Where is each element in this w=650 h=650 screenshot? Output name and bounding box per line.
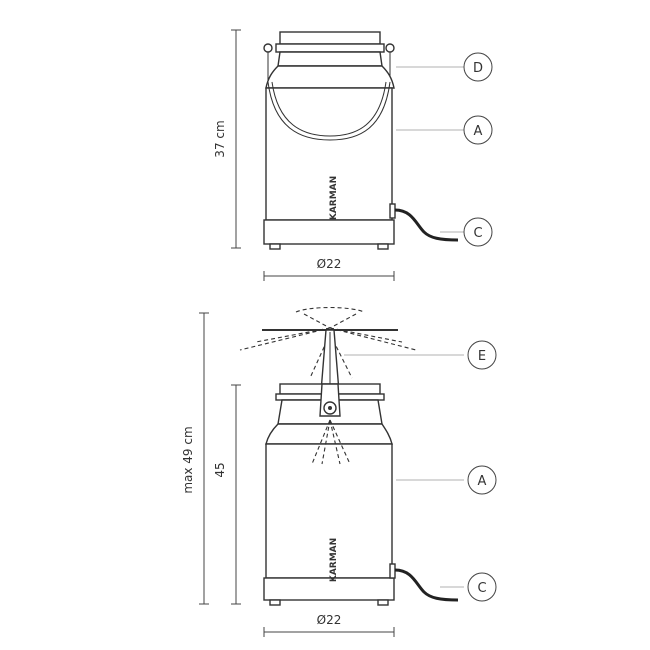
- brand-logo-top: KARMAN: [329, 176, 339, 220]
- diameter-dimension-bottom: Ø22: [263, 613, 395, 637]
- can-body-bottom: [265, 443, 393, 579]
- callout-e: [467, 340, 497, 370]
- callout-e-label: E: [478, 349, 486, 364]
- callout-d-label: D: [473, 61, 483, 76]
- diameter-label-bottom: Ø22: [317, 613, 342, 627]
- foot-right-bottom: [377, 599, 389, 606]
- lid-collar: [275, 43, 385, 53]
- base-top: [263, 219, 395, 245]
- diameter-label-top: Ø22: [317, 257, 342, 271]
- shoulder-top: [265, 65, 395, 89]
- callout-d: [463, 52, 493, 82]
- callout-a-bottom-label: A: [478, 474, 487, 489]
- height-label-bottom: 45: [213, 462, 227, 477]
- callout-a-bottom: [467, 465, 497, 495]
- height-dimension-bottom: 45: [213, 384, 241, 605]
- height-label-top: 37 cm: [213, 120, 227, 157]
- brand-logo-bottom: KARMAN: [329, 538, 339, 582]
- callout-c-bottom-label: C: [477, 581, 486, 596]
- max-height-dimension: max 49 cm: [181, 312, 209, 605]
- max-height-label: max 49 cm: [181, 426, 195, 493]
- top-view: 37 cm KARMAN: [213, 29, 493, 281]
- base-bottom: [263, 577, 395, 601]
- height-dimension-top: 37 cm: [213, 29, 241, 249]
- power-cable-bottom: [394, 568, 459, 602]
- neck-top: [277, 51, 383, 67]
- cable-socket-top: [389, 203, 396, 219]
- power-cable-top: [394, 208, 459, 242]
- callout-c-bottom: [467, 572, 497, 602]
- can-body-top: [265, 87, 393, 221]
- callout-c-top: [463, 217, 493, 247]
- callout-a-top: [463, 115, 493, 145]
- bottom-view: max 49 cm 45: [181, 307, 497, 637]
- foot-left-top: [269, 243, 281, 250]
- cable-socket-bottom: [389, 563, 396, 579]
- lid-top: [279, 31, 381, 45]
- foot-right-top: [377, 243, 389, 250]
- callout-c-top-label: C: [473, 226, 482, 241]
- foot-left-bottom: [269, 599, 281, 606]
- diameter-dimension-top: Ø22: [263, 257, 395, 281]
- callout-a-top-label: A: [474, 124, 483, 139]
